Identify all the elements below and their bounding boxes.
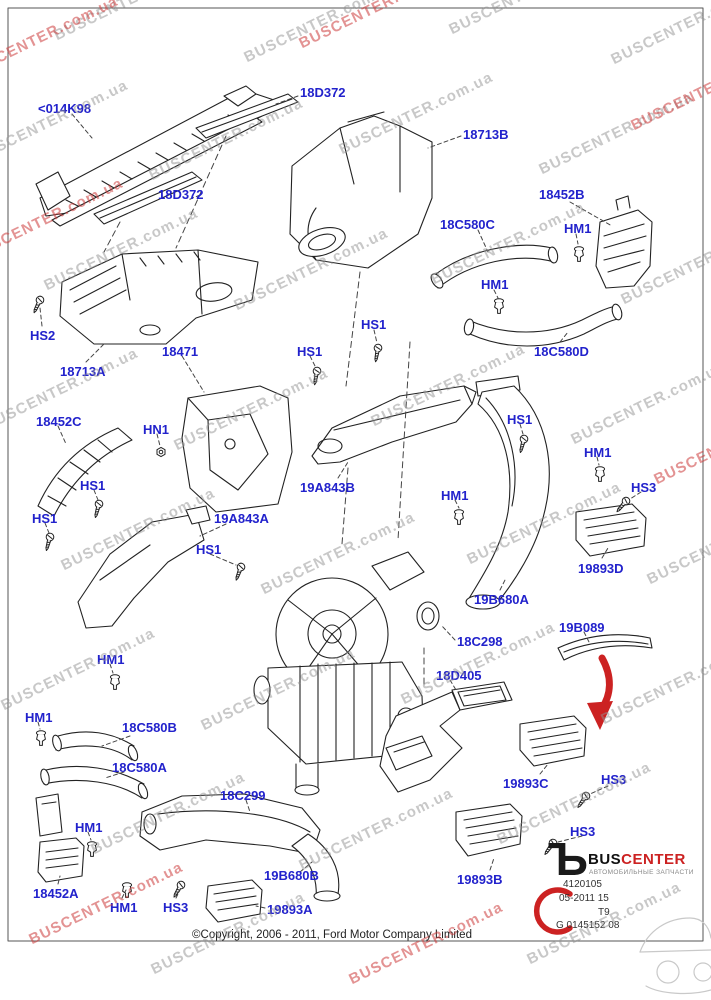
label-19B089: 19B089 [559, 620, 605, 635]
copyright-text: ©Copyright, 2006 - 2011, Ford Motor Comp… [192, 929, 472, 941]
buscenter-logo-wordmark: BUSCENTER [588, 851, 686, 868]
label-HS3-c: HS3 [570, 824, 596, 839]
drawing-part-19B089 [557, 634, 653, 661]
red-pointer-arrow [587, 654, 613, 730]
drawing-part-19893C [519, 715, 587, 767]
label-19A843A: 19A843A [214, 511, 269, 526]
car-sketch [639, 917, 711, 995]
drawing-part-19B680A [465, 375, 550, 610]
label-HM1-g: HM1 [75, 820, 103, 835]
label-HS2: HS2 [30, 328, 56, 343]
brand-suffix: CENTER [621, 851, 686, 868]
label-18D372-b: 18D372 [158, 187, 204, 202]
label-HS1-a: HS1 [361, 317, 387, 332]
drawing-part-18452B [595, 195, 653, 289]
buscenter-logo-glyph: Ъ [548, 833, 589, 885]
label-HM1-a: HM1 [564, 221, 592, 236]
drawing-part-18D405 [379, 681, 513, 793]
drawing-part-18D372-upper [195, 93, 299, 139]
label-18452C: 18452C [36, 414, 82, 429]
label-18C298: 18C298 [457, 634, 503, 649]
drawing-part-18C580A [35, 765, 149, 837]
drawing-part-18C580C [430, 244, 559, 289]
label-19893D: 19893D [578, 561, 624, 576]
catalog-code-1: 4120105 [563, 879, 602, 890]
drawing-part-19893A [205, 879, 263, 923]
drawing-part-19893D [575, 503, 647, 557]
drawing-part-19893B [455, 803, 523, 857]
label-HM1-d: HM1 [441, 488, 469, 503]
label-19893C: 19893C [503, 776, 549, 791]
label-HM1-e: HM1 [97, 652, 125, 667]
label-18C580A: 18C580A [112, 760, 167, 775]
drawing-part-18452A [37, 837, 85, 883]
drawing-part-19A843B [311, 385, 477, 465]
label-HS1-d: HS1 [80, 478, 106, 493]
label-HM1-b: HM1 [481, 277, 509, 292]
label-18C580D: 18C580D [534, 344, 589, 359]
label-18C580C: 18C580C [440, 217, 495, 232]
label-HS3-d: HS3 [163, 900, 189, 915]
label-19893B: 19893B [457, 872, 503, 887]
drawing-part-18713B [289, 111, 433, 269]
label-18452A: 18452A [33, 886, 79, 901]
label-HS3-a: HS3 [631, 480, 657, 495]
buscenter-logo-tagline: АВТОМОБИЛЬНЫЕ ЗАПЧАСТИ [589, 869, 694, 876]
diagram-frame [7, 7, 704, 942]
label-18452B: 18452B [539, 187, 585, 202]
label-HS3-b: HS3 [601, 772, 627, 787]
label-18D405: 18D405 [436, 668, 482, 683]
label-HS1-e: HS1 [32, 511, 58, 526]
drawing-part-18C580B [52, 731, 139, 762]
label-18713B: 18713B [463, 127, 509, 142]
label-HS1-f: HS1 [196, 542, 222, 557]
drawing-part-18C580D [463, 303, 623, 347]
label-18713A: 18713A [60, 364, 106, 379]
drawing-part-19B680B [291, 833, 341, 902]
drawing-part-19A843A [77, 505, 211, 629]
label-HS1-c: HS1 [507, 412, 533, 427]
label-HM1-f: HM1 [25, 710, 53, 725]
label-19B680B: 19B680B [264, 868, 319, 883]
label-18471: 18471 [162, 344, 199, 359]
label-18C580B: 18C580B [122, 720, 177, 735]
label-18C299: 18C299 [220, 788, 266, 803]
catalog-code-2: 05-2011 15 [559, 893, 609, 904]
drawing-part-18713A [59, 249, 259, 345]
drawing-part-18C299 [139, 793, 321, 855]
logo-red-arc [534, 887, 573, 935]
label-19A843B: 19A843B [300, 480, 355, 495]
label-014K98: <014K98 [38, 101, 92, 116]
catalog-code-3: T9 [598, 907, 610, 918]
label-19B680A: 19B680A [474, 592, 529, 607]
drawing-part-18471 [181, 385, 293, 513]
label-19893A: 19893A [267, 902, 313, 917]
label-HN1: HN1 [143, 422, 170, 437]
drawing-part-18452C [37, 427, 133, 517]
label-HS1-b: HS1 [297, 344, 323, 359]
label-18D372-a: 18D372 [300, 85, 346, 100]
leader-lines [37, 95, 642, 909]
catalog-code-4: G 0145152 08 [556, 920, 620, 931]
label-HM1-h: HM1 [110, 900, 138, 915]
drawing-part-18D372-lower [93, 171, 203, 225]
label-HM1-c: HM1 [584, 445, 612, 460]
drawing-part-18C298 [416, 601, 440, 631]
brand-prefix: BUS [588, 851, 622, 868]
